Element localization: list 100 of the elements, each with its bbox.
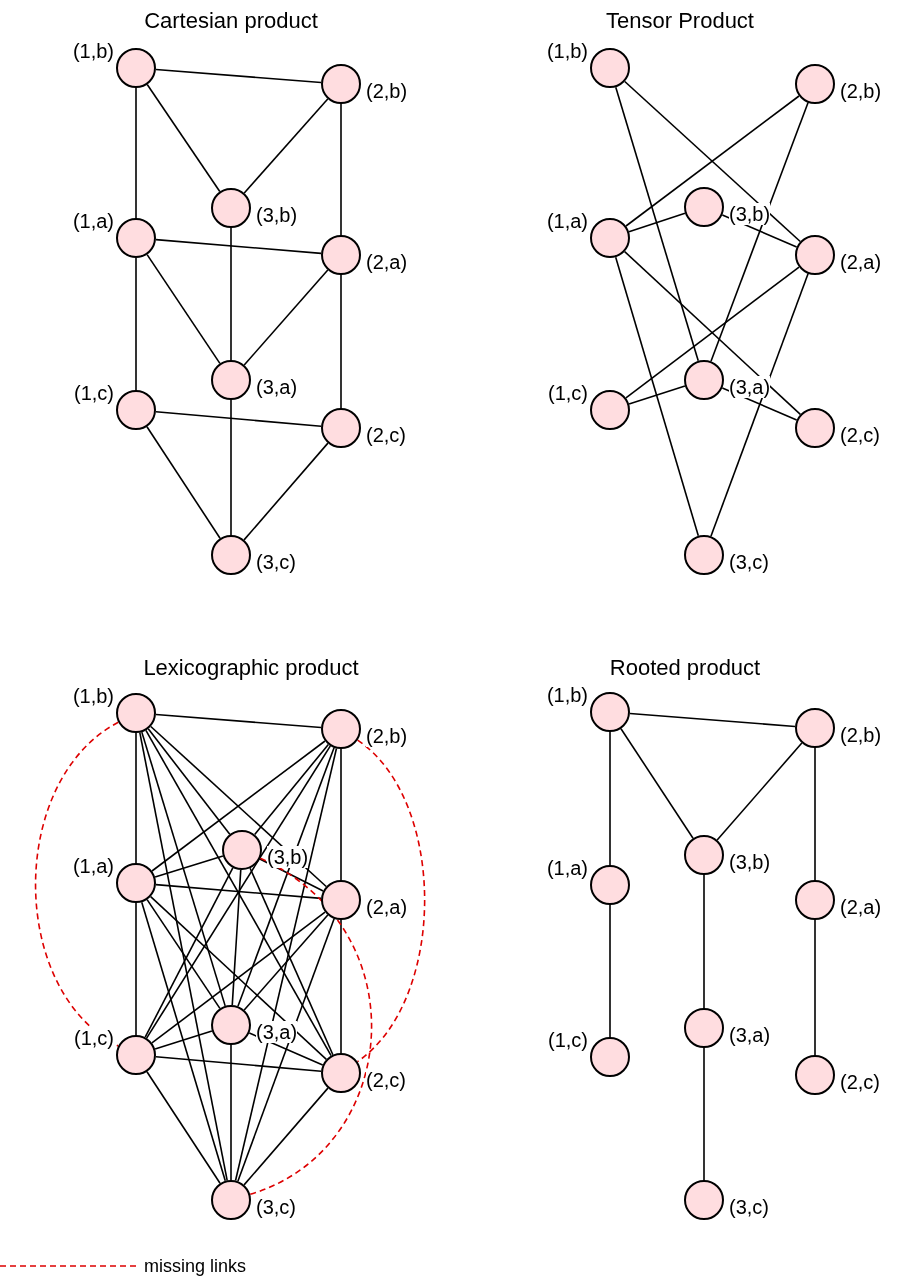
vertex-label: (2,b) xyxy=(366,725,408,747)
edge-line xyxy=(139,731,228,1182)
edge-line xyxy=(146,425,221,540)
edge-line xyxy=(147,728,231,835)
vertex-label: (1,c) xyxy=(74,382,114,404)
edge-line xyxy=(141,731,226,1007)
vertex-label: (2,a) xyxy=(366,896,408,918)
vertex-circle xyxy=(590,218,630,258)
edge-line xyxy=(155,68,322,84)
edge-line xyxy=(620,727,694,840)
edge-line xyxy=(243,442,329,541)
edge-line xyxy=(135,87,137,219)
edge-line xyxy=(716,742,803,841)
edge-line xyxy=(155,1055,322,1073)
vertex-circle xyxy=(795,708,835,748)
edge-line xyxy=(703,1047,705,1181)
panel-title: Rooted product xyxy=(609,655,761,681)
edge-line xyxy=(340,919,342,1054)
edge-line xyxy=(230,399,232,536)
edge-line xyxy=(237,746,335,1008)
vertex-label: (1,b) xyxy=(72,40,114,62)
vertex-circle xyxy=(684,535,724,575)
vertex-circle xyxy=(590,1037,630,1077)
vertex-circle xyxy=(590,48,630,88)
vertex-circle xyxy=(795,1055,835,1095)
edge-line xyxy=(231,869,242,1006)
edge-line xyxy=(230,1044,232,1181)
vertex-circle xyxy=(222,830,262,870)
vertex-label: (2,c) xyxy=(840,1071,880,1093)
vertex-circle xyxy=(211,360,251,400)
edge-line xyxy=(614,256,700,537)
vertex-label: (3,a) xyxy=(256,1021,298,1043)
vertex-label: (2,c) xyxy=(366,424,406,446)
edge-line xyxy=(140,901,227,1182)
edge-line xyxy=(243,98,329,194)
vertex-circle xyxy=(116,1035,156,1075)
edge-line xyxy=(151,740,326,872)
edge-line xyxy=(243,914,329,1011)
edge-line xyxy=(146,898,221,1010)
edge-line xyxy=(230,227,232,361)
vertex-circle xyxy=(211,1180,251,1220)
vertex-label: (2,a) xyxy=(366,251,408,273)
edge-line xyxy=(710,272,809,538)
edge-line xyxy=(625,266,800,399)
vertex-circle xyxy=(590,390,630,430)
vertex-circle xyxy=(116,218,156,258)
edge-line xyxy=(253,743,330,836)
vertex-circle xyxy=(684,1180,724,1220)
vertex-label: (3,c) xyxy=(256,551,296,573)
vertex-circle xyxy=(116,390,156,430)
edge-line xyxy=(155,410,322,428)
panel-title: Tensor Product xyxy=(606,8,754,34)
edge-line xyxy=(710,101,809,363)
dashed-edge-line xyxy=(356,739,426,1063)
vertex-circle xyxy=(116,693,156,733)
vertex-circle xyxy=(211,188,251,228)
vertex-circle xyxy=(590,865,630,905)
vertex-circle xyxy=(116,863,156,903)
edge-line xyxy=(340,103,342,236)
edge-line xyxy=(155,883,322,900)
vertex-circle xyxy=(684,835,724,875)
vertex-circle xyxy=(684,360,724,400)
vertex-circle xyxy=(321,709,361,749)
edge-line xyxy=(234,747,338,1182)
edge-line xyxy=(623,250,802,416)
edge-line xyxy=(628,212,686,233)
vertex-label: (3,b) xyxy=(729,851,771,873)
edge-line xyxy=(151,911,326,1044)
vertex-label: (3,c) xyxy=(729,1196,769,1218)
vertex-circle xyxy=(211,535,251,575)
vertex-label: (1,b) xyxy=(546,40,588,62)
vertex-label: (2,b) xyxy=(840,724,882,746)
vertex-label: (3,a) xyxy=(729,1024,771,1046)
vertex-label: (1,c) xyxy=(74,1027,114,1049)
vertex-label: (1,b) xyxy=(546,684,588,706)
vertex-circle xyxy=(211,1005,251,1045)
edge-line xyxy=(243,1087,329,1186)
vertex-label: (3,b) xyxy=(267,846,309,868)
vertex-label: (1,a) xyxy=(546,210,588,232)
edge-line xyxy=(625,95,800,227)
vertex-label: (2,a) xyxy=(840,251,882,273)
edge-line xyxy=(814,747,816,881)
edge-line xyxy=(154,855,224,878)
edge-line xyxy=(155,713,322,729)
edge-line xyxy=(146,83,221,193)
edge-line xyxy=(155,238,322,255)
edge-line xyxy=(609,904,611,1038)
vertex-circle xyxy=(321,408,361,448)
vertex-circle xyxy=(795,235,835,275)
edge-line xyxy=(135,902,137,1036)
vertex-circle xyxy=(684,1008,724,1048)
vertex-label: (1,c) xyxy=(548,1029,588,1051)
vertex-label: (3,a) xyxy=(256,376,298,398)
edge-line xyxy=(629,712,796,728)
vertex-label: (1,b) xyxy=(72,685,114,707)
vertex-label: (2,c) xyxy=(840,424,880,446)
dashed-edge-line xyxy=(249,857,373,1196)
vertex-circle xyxy=(795,408,835,448)
vertex-circle xyxy=(321,235,361,275)
edge-line xyxy=(146,253,221,365)
